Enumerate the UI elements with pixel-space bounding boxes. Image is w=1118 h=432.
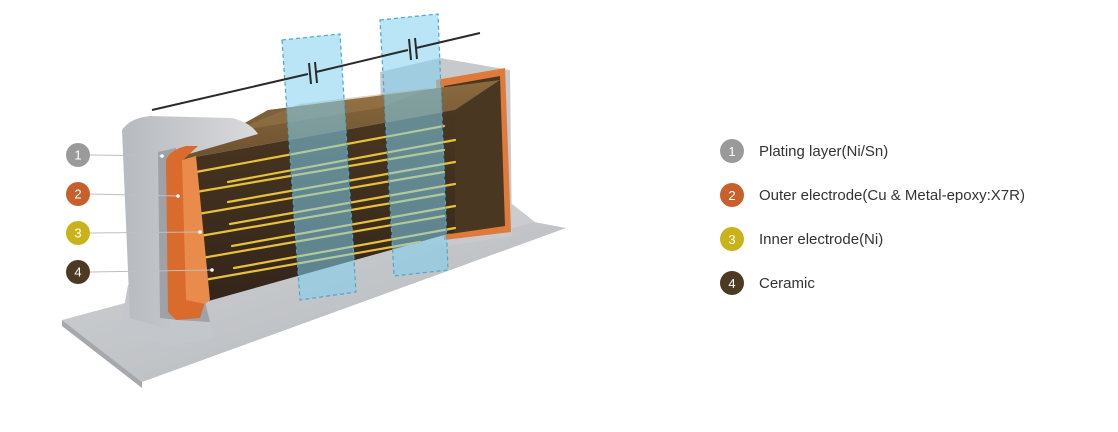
legend-item-plating-layer: 1 Plating layer(Ni/Sn): [720, 138, 1100, 164]
marker-1: 1: [66, 143, 90, 167]
marker-3: 3: [66, 221, 90, 245]
legend-item-outer-electrode: 2 Outer electrode(Cu & Metal-epoxy:X7R): [720, 182, 1100, 208]
legend-number-4: 4: [720, 271, 744, 295]
legend-label-plating-layer: Plating layer(Ni/Sn): [759, 143, 888, 160]
legend-label-inner-electrode: Inner electrode(Ni): [759, 231, 883, 248]
legend-label-outer-electrode: Outer electrode(Cu & Metal-epoxy:X7R): [759, 187, 1025, 204]
marker-4-number: 4: [74, 265, 81, 280]
marker-3-number: 3: [74, 226, 81, 241]
marker-2: 2: [66, 182, 90, 206]
marker-2-number: 2: [74, 187, 81, 202]
marker-1-number: 1: [74, 148, 81, 163]
mlcc-cross-section-diagram: 1 2 3 4: [0, 0, 620, 432]
marker-4: 4: [66, 260, 90, 284]
legend-label-ceramic: Ceramic: [759, 275, 815, 292]
legend-item-ceramic: 4 Ceramic: [720, 270, 1100, 296]
legend-number-2: 2: [720, 183, 744, 207]
legend: 1 Plating layer(Ni/Sn) 2 Outer electrode…: [720, 138, 1100, 314]
legend-number-1: 1: [720, 139, 744, 163]
legend-item-inner-electrode: 3 Inner electrode(Ni): [720, 226, 1100, 252]
legend-number-3: 3: [720, 227, 744, 251]
